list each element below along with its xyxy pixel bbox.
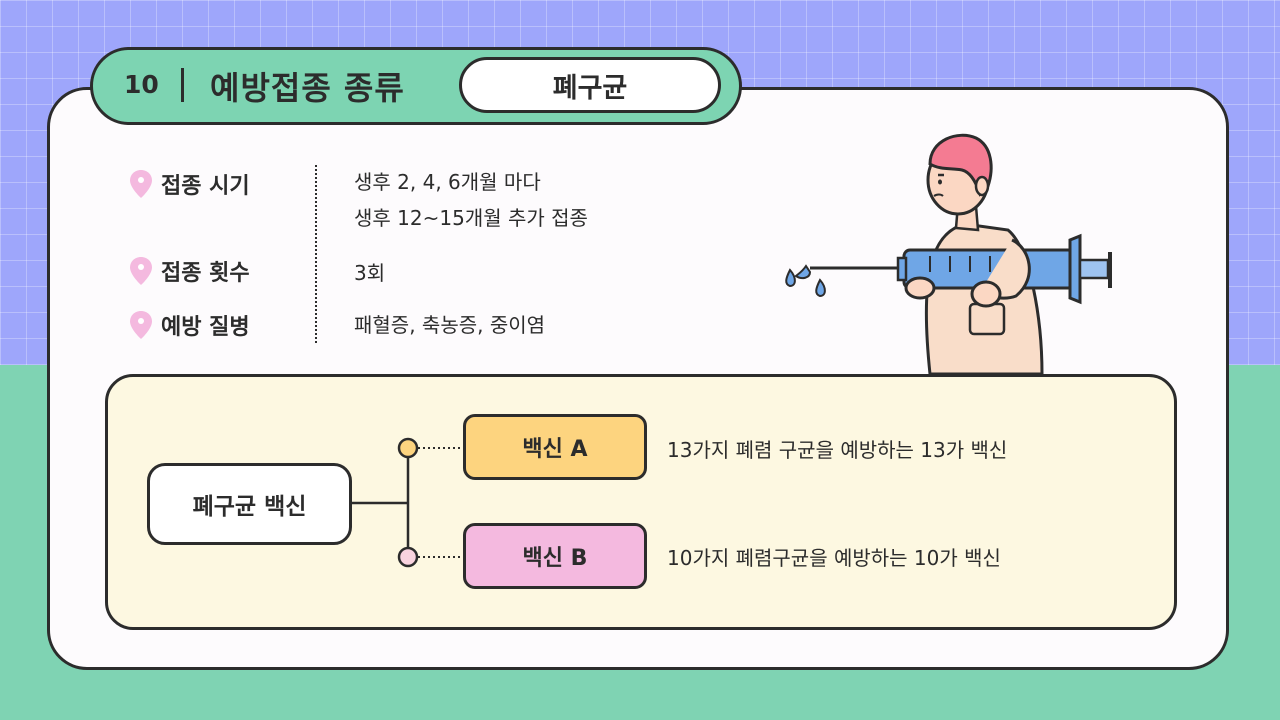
location-pin-icon — [130, 170, 152, 198]
info-label-disease: 예방 질병 — [129, 309, 250, 341]
location-pin-icon — [130, 257, 152, 285]
info-label-text: 접종 시기 — [161, 174, 250, 199]
info-label-timing: 접종 시기 — [129, 168, 250, 200]
vaccine-a-box: 백신 A — [463, 414, 647, 480]
vaccine-b-desc: 10가지 폐렴구균을 예방하는 10가 백신 — [667, 546, 1001, 570]
vaccine-a-desc: 13가지 폐렴 구균을 예방하는 13가 백신 — [667, 438, 1008, 462]
info-label-text: 예방 질병 — [161, 315, 250, 340]
vaccine-b-box: 백신 B — [463, 523, 647, 589]
header-divider — [181, 68, 184, 102]
doctor-with-syringe-illustration — [785, 133, 1112, 374]
info-value-timing-2: 생후 12~15개월 추가 접종 — [354, 206, 588, 230]
vaccine-root-box: 폐구균 백신 — [147, 463, 352, 545]
page-title: 예방접종 종류 — [210, 69, 405, 107]
topic-badge: 폐구균 — [459, 57, 721, 113]
info-value-disease: 패혈증, 축농증, 중이염 — [354, 313, 546, 337]
section-number: 10 — [124, 70, 159, 99]
info-value-timing-1: 생후 2, 4, 6개월 마다 — [354, 170, 541, 194]
info-label-count: 접종 횟수 — [129, 255, 250, 287]
info-divider — [315, 165, 317, 343]
info-value-count: 3회 — [354, 261, 386, 285]
location-pin-icon — [130, 311, 152, 339]
info-label-text: 접종 횟수 — [161, 261, 250, 286]
